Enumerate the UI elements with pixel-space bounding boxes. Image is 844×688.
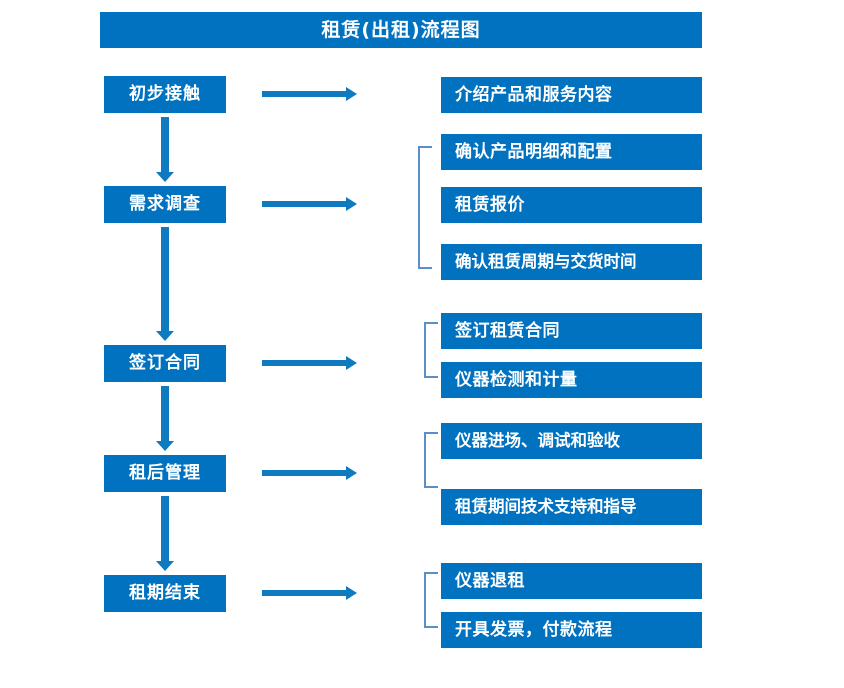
arrow-head <box>346 197 357 211</box>
flow-arrow-right-3 <box>262 356 357 370</box>
flow-arrow-right-5 <box>262 586 357 600</box>
arrow-head <box>346 87 357 101</box>
arrow-head <box>346 466 357 480</box>
arrow-head <box>156 172 174 182</box>
stage-label: 需求调查 <box>129 194 201 214</box>
arrow-shaft <box>262 360 346 366</box>
flow-arrow-right-4 <box>262 466 357 480</box>
group-bracket-post-lease-management <box>424 432 438 488</box>
flow-arrow-down-4 <box>156 496 174 571</box>
detail-label: 仪器退租 <box>455 570 525 591</box>
flow-arrow-down-1 <box>156 117 174 182</box>
arrow-shaft <box>161 227 169 331</box>
stage-label: 初步接触 <box>129 84 201 104</box>
detail-box-technical-support[interactable]: 租赁期间技术支持和指导 <box>441 489 702 525</box>
detail-box-instrument-return[interactable]: 仪器退租 <box>441 563 702 599</box>
arrow-shaft <box>262 590 346 596</box>
detail-box-invoice-payment[interactable]: 开具发票，付款流程 <box>441 612 702 648</box>
group-bracket-lease-end <box>424 572 438 628</box>
detail-label: 仪器进场、调试和验收 <box>455 430 620 450</box>
detail-label: 签订租赁合同 <box>455 320 560 341</box>
flow-arrow-down-3 <box>156 386 174 451</box>
arrow-shaft <box>262 91 346 97</box>
arrow-head <box>156 561 174 571</box>
arrow-shaft <box>161 386 169 441</box>
flow-arrow-right-2 <box>262 197 357 211</box>
arrow-shaft <box>262 201 346 207</box>
detail-box-instrument-inspection[interactable]: 仪器检测和计量 <box>441 362 702 398</box>
group-bracket-sign-contract <box>424 322 438 378</box>
stage-label: 签订合同 <box>129 353 201 373</box>
detail-label: 租赁报价 <box>455 194 525 215</box>
detail-box-confirm-product-spec[interactable]: 确认产品明细和配置 <box>441 134 702 170</box>
arrow-head <box>156 331 174 341</box>
stage-box-sign-contract[interactable]: 签订合同 <box>104 345 226 382</box>
detail-label: 确认产品明细和配置 <box>455 141 613 162</box>
flow-arrow-right-1 <box>262 87 357 101</box>
detail-box-introduce-products[interactable]: 介绍产品和服务内容 <box>441 77 702 113</box>
stage-label: 租期结束 <box>129 583 201 603</box>
detail-box-lease-quotation[interactable]: 租赁报价 <box>441 187 702 223</box>
stage-box-lease-end[interactable]: 租期结束 <box>104 575 226 612</box>
diagram-title-bar: 租赁(出租)流程图 <box>100 12 702 48</box>
detail-box-confirm-lease-period[interactable]: 确认租赁周期与交货时间 <box>441 244 702 280</box>
stage-box-requirement-survey[interactable]: 需求调查 <box>104 186 226 223</box>
detail-label: 确认租赁周期与交货时间 <box>455 251 637 271</box>
detail-label: 开具发票，付款流程 <box>455 619 613 640</box>
arrow-shaft <box>161 117 169 172</box>
stage-box-post-lease-management[interactable]: 租后管理 <box>104 455 226 492</box>
arrow-head <box>346 586 357 600</box>
detail-label: 租赁期间技术支持和指导 <box>455 496 637 516</box>
arrow-head <box>346 356 357 370</box>
detail-box-instrument-delivery-commissioning[interactable]: 仪器进场、调试和验收 <box>441 423 702 459</box>
detail-label: 介绍产品和服务内容 <box>455 84 613 105</box>
group-bracket-requirement-survey <box>418 146 432 269</box>
stage-label: 租后管理 <box>129 463 201 483</box>
stage-box-initial-contact[interactable]: 初步接触 <box>104 76 226 113</box>
diagram-title-text: 租赁(出租)流程图 <box>321 18 481 41</box>
arrow-shaft <box>262 470 346 476</box>
arrow-head <box>156 441 174 451</box>
detail-box-sign-lease-contract[interactable]: 签订租赁合同 <box>441 313 702 349</box>
arrow-shaft <box>161 496 169 561</box>
flow-arrow-down-2 <box>156 227 174 341</box>
detail-label: 仪器检测和计量 <box>455 369 578 390</box>
